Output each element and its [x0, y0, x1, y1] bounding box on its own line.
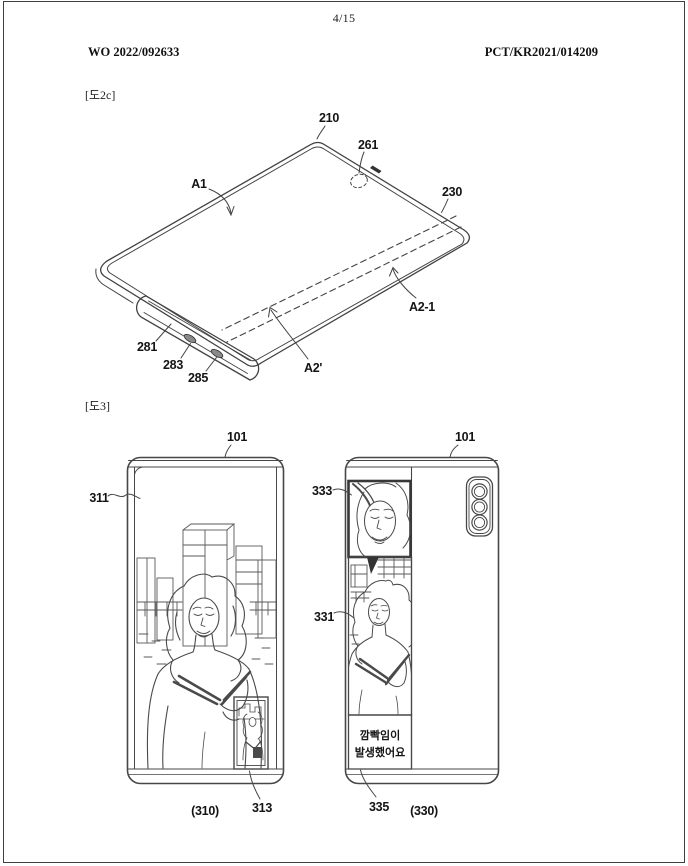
live-preview-region [347, 556, 413, 716]
camera-dashed-circle [350, 173, 368, 189]
ref-101-left: 101 [227, 430, 247, 444]
ref-210: 210 [319, 111, 339, 125]
notification-text-line2: 발생했어요 [355, 745, 406, 759]
selfie-scene [136, 523, 277, 769]
publication-number: WO 2022/092633 [88, 45, 180, 59]
ref-101-right: 101 [455, 430, 475, 444]
zoomed-face-region [347, 479, 412, 559]
ref-A1: A1 [191, 177, 207, 191]
side-key-283 [183, 333, 197, 344]
roller-housing-bar [95, 268, 260, 381]
rear-camera-module [465, 476, 494, 537]
scene-dark-wedge [367, 557, 379, 574]
rolled-edge-corner-detail [134, 466, 144, 482]
caption-310: (310) [191, 804, 219, 818]
figure-2c-ref-numerals: 210 261 A1 230 A2-1 A2' 281 283 285 [137, 111, 463, 385]
figure-2c-tag: [도2c] [85, 88, 116, 102]
ref-283: 283 [163, 358, 183, 372]
left-phone-body [126, 456, 285, 785]
page-indicator: 4/15 [332, 11, 356, 25]
ref-331: 331 [314, 610, 334, 624]
ref-335: 335 [369, 800, 389, 814]
preview-thumbnail [233, 696, 269, 770]
ref-281: 281 [137, 340, 157, 354]
phone-rolled-rear-view: 깜빡임이 발생했어요 101 333 331 335 (330) [312, 430, 500, 818]
phone-unrolled-front-view: 101 311 313 (310) [89, 430, 285, 818]
device-body-outline [100, 141, 471, 367]
ref-333: 333 [312, 484, 332, 498]
ref-A2-prime: A2' [304, 361, 322, 375]
fold-dashed-lines [221, 215, 462, 343]
ref-230: 230 [442, 185, 462, 199]
application-number: PCT/KR2021/014209 [484, 45, 598, 59]
ref-311: 311 [89, 491, 109, 505]
caption-330: (330) [410, 804, 438, 818]
notification-text-line1: 깜빡임이 [360, 728, 400, 742]
city-skyline [136, 523, 277, 665]
notification-message-box: 깜빡임이 발생했어요 [347, 714, 413, 770]
right-phone-body [344, 456, 500, 785]
ref-313: 313 [252, 801, 272, 815]
right-phone-leader-lines [332, 444, 459, 798]
ref-A2-1: A2-1 [409, 300, 435, 314]
ref-285: 285 [188, 371, 208, 385]
figure-2c-leader-lines [155, 125, 449, 372]
ref-261: 261 [358, 138, 378, 152]
figure-2c-drawing: 210 261 A1 230 A2-1 A2' 281 283 285 [95, 111, 471, 385]
figure-3-tag: [도3] [85, 399, 111, 413]
woman-figure [146, 573, 263, 769]
side-key-285 [210, 348, 224, 359]
device-screen-edge [106, 146, 465, 362]
left-phone-leader-lines [107, 444, 261, 800]
bezel-notch [370, 165, 382, 174]
